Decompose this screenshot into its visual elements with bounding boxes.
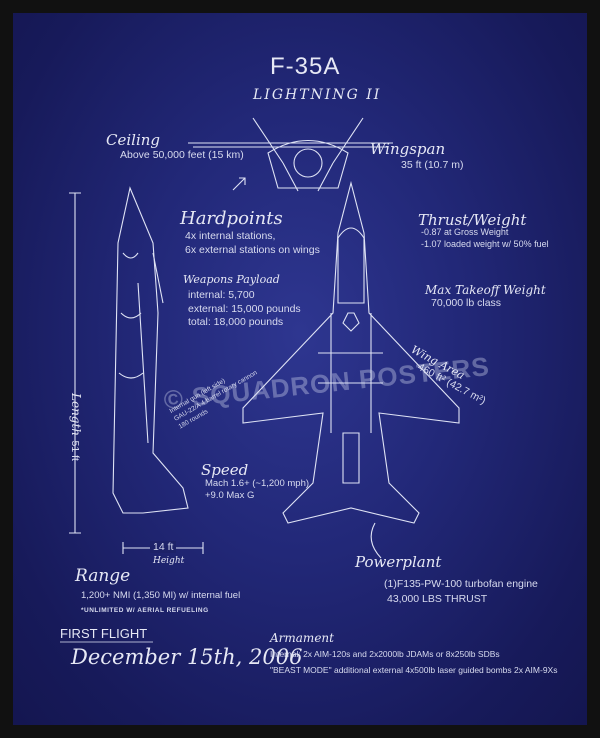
weapons-payload-line: external: 15,000 pounds: [188, 303, 301, 315]
powerplant-label: Powerplant: [355, 553, 442, 571]
hardpoints-line: 6x external stations on wings: [185, 244, 320, 256]
armament-label: Armament: [270, 631, 334, 645]
speed-line: +9.0 Max G: [205, 490, 255, 501]
armament-line: "BEAST MODE" additional external 4x500lb…: [270, 665, 558, 675]
title: F-35A: [270, 53, 341, 80]
height-value: 14 ft: [150, 541, 177, 553]
ceiling-value: Above 50,000 feet (15 km): [120, 149, 244, 161]
weapons-payload-line: internal: 5,700: [188, 289, 255, 301]
length-label: Length: [69, 393, 83, 437]
hardpoints-label: Hardpoints: [180, 208, 283, 229]
blueprint-poster: F-35A LIGHTNING II Ceiling Above 50,000 …: [13, 13, 587, 725]
powerplant-line: (1)F135-PW-100 turbofan engine: [384, 578, 538, 590]
thrust-weight-line: -1.07 loaded weight w/ 50% fuel: [421, 239, 549, 249]
length-dimension: [69, 192, 81, 534]
aircraft-drawings: [60, 117, 460, 643]
speed-line: Mach 1.6+ (~1,200 mph): [205, 478, 310, 489]
powerplant-line: 43,000 LBS THRUST: [387, 593, 488, 605]
subtitle: LIGHTNING II: [253, 87, 382, 103]
length-annotation: Length 51 ft: [67, 393, 85, 461]
front-view-aircraft: [188, 117, 393, 192]
wingspan-label: Wingspan: [370, 140, 446, 158]
speed-label: Speed: [201, 461, 249, 479]
length-value: 51 ft: [69, 440, 81, 461]
wingspan-value: 35 ft (10.7 m): [401, 159, 464, 171]
hardpoints-line: 4x internal stations,: [185, 230, 276, 242]
range-line: *UNLIMITED W/ AERIAL REFUELING: [81, 607, 209, 614]
max-takeoff-value: 70,000 lb class: [431, 297, 502, 309]
range-label: Range: [75, 566, 131, 586]
top-view-aircraft: [242, 180, 460, 524]
first-flight-date: December 15th, 2006: [71, 645, 303, 669]
weapons-payload-line: total: 18,000 pounds: [188, 316, 284, 328]
armament-line: Internal: 2x AIM-120s and 2x2000lb JDAMs…: [270, 649, 500, 659]
thrust-weight-label: Thrust/Weight: [418, 211, 527, 229]
side-view-aircraft: [112, 186, 189, 514]
first-flight-label: FIRST FLIGHT: [60, 626, 148, 641]
weapons-payload-label: Weapons Payload: [183, 273, 280, 286]
height-label: Height: [153, 556, 185, 566]
powerplant-arrow: [370, 522, 382, 559]
ceiling-label: Ceiling: [106, 131, 161, 149]
max-takeoff-label: Max Takeoff Weight: [425, 283, 546, 297]
thrust-weight-line: -0.87 at Gross Weight: [421, 227, 509, 237]
hardpoints-arrow: [232, 177, 246, 191]
range-line: 1,200+ NMI (1,350 MI) w/ internal fuel: [81, 590, 241, 601]
